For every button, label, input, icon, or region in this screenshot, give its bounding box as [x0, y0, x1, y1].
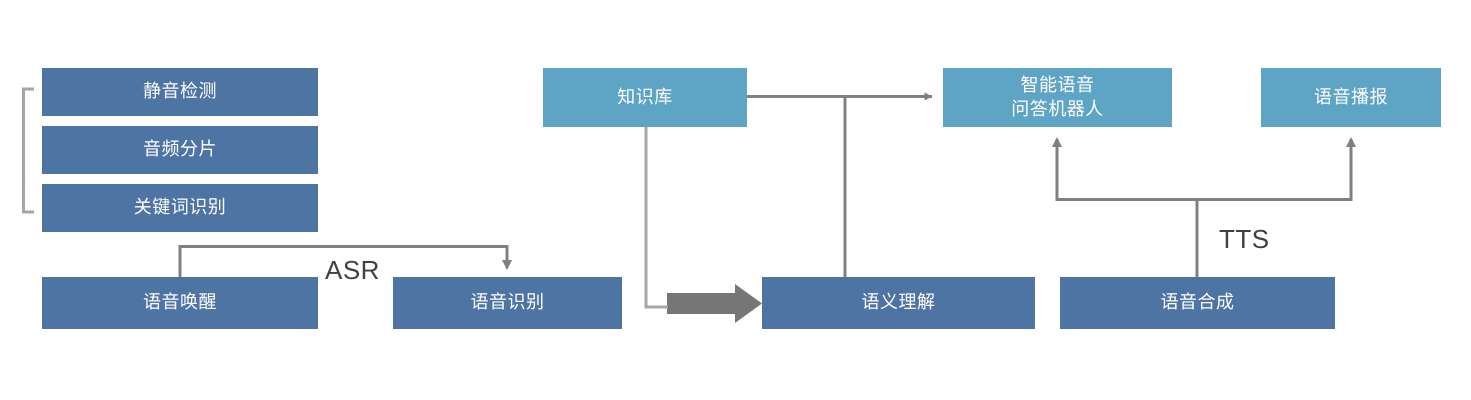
group-bracket: [22, 87, 34, 214]
node-audio-segmentation[interactable]: 音频分片: [42, 126, 318, 174]
node-knowledge-base[interactable]: 知识库: [543, 68, 747, 127]
node-qa-robot[interactable]: 智能语音 问答机器人: [943, 68, 1172, 127]
node-voice-broadcast[interactable]: 语音播报: [1261, 68, 1441, 127]
node-label: 知识库: [617, 86, 673, 107]
node-speech-synthesis[interactable]: 语音合成: [1060, 277, 1335, 329]
edge-label-tts: TTS: [1219, 224, 1270, 254]
node-semantic-understanding[interactable]: 语义理解: [762, 277, 1035, 329]
connector-synthesis-tts-split: [1052, 137, 1356, 277]
node-label: 语音合成: [1160, 292, 1235, 313]
node-silence-detection[interactable]: 静音检测: [42, 68, 318, 116]
node-label: 语音识别: [470, 292, 545, 313]
node-label: 语音唤醒: [143, 292, 217, 313]
node-voice-wakeup[interactable]: 语音唤醒: [42, 277, 318, 329]
connector-wakeup-to-recognition: [178, 245, 512, 277]
node-label: 智能语音 问答机器人: [1011, 74, 1104, 119]
node-label: 语音播报: [1314, 86, 1388, 107]
node-label: 关键词识别: [133, 197, 227, 218]
node-keyword-spotting[interactable]: 关键词识别: [42, 184, 318, 232]
node-label: 静音检测: [143, 81, 217, 102]
node-speech-recognition[interactable]: 语音识别: [393, 277, 622, 329]
node-label: 音频分片: [143, 139, 217, 160]
connector-recognition-to-semantic: [667, 284, 762, 323]
node-label: 语义理解: [861, 292, 936, 313]
edge-label-asr: ASR: [325, 255, 380, 285]
connector-knowledge-to-semantic: [644, 127, 668, 309]
